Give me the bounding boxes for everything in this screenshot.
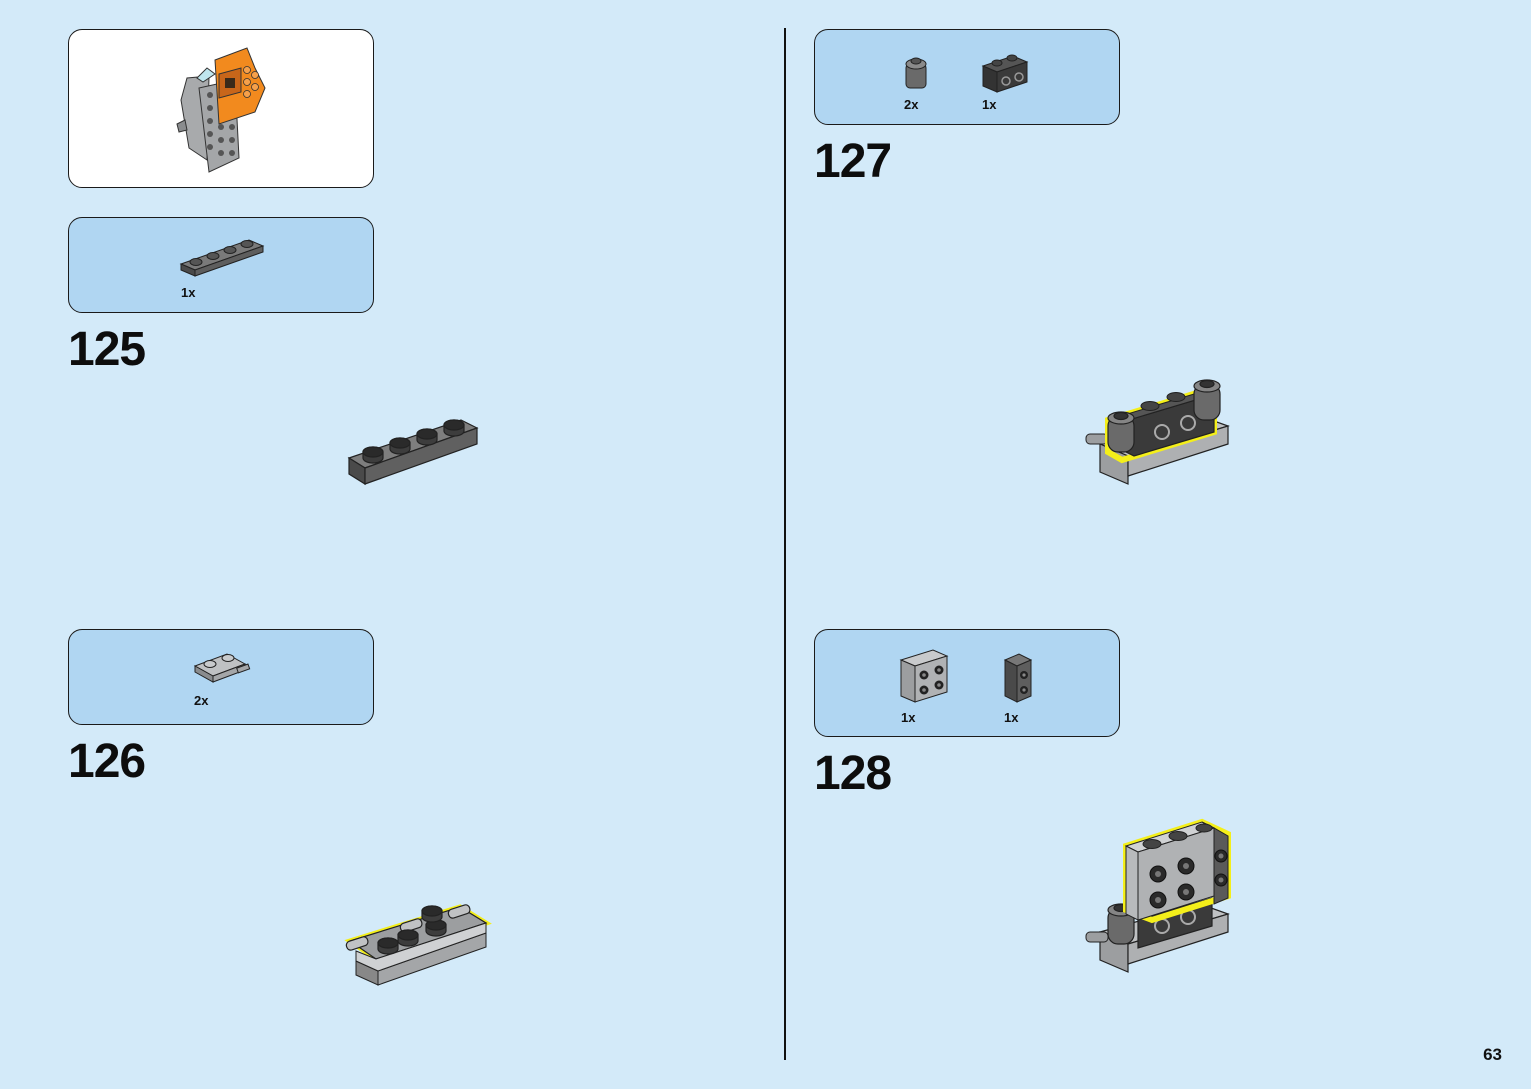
parts-box-127: 2x 1x — [814, 29, 1120, 125]
step-125-build-illustration — [347, 419, 479, 486]
page-number: 63 — [1483, 1045, 1502, 1064]
orange-cab-subassembly-icon — [176, 47, 266, 173]
black-brick-1x2-with-studs-on-side-icon — [981, 54, 1029, 93]
part-qty-126-1: 2x — [194, 693, 209, 708]
step-number-126: 126 — [68, 735, 146, 788]
dark-gray-plate-1x4-icon — [179, 239, 265, 277]
step-number-127: 127 — [814, 135, 892, 188]
subassembly-callout — [68, 29, 374, 188]
round-brick-1x1-icon — [905, 57, 927, 89]
step-128-build-illustration — [1085, 818, 1231, 973]
parts-box-125: 1x — [68, 217, 374, 313]
parts-box-126: 2x — [68, 629, 374, 725]
page-divider — [784, 28, 786, 1060]
part-qty-125-1: 1x — [181, 285, 196, 300]
part-qty-128-1: 1x — [901, 710, 916, 725]
light-gray-plate-with-bar-handles-icon — [193, 653, 251, 683]
part-qty-127-2: 1x — [982, 97, 997, 112]
step-127-build-illustration — [1085, 379, 1230, 485]
part-qty-128-2: 1x — [1004, 710, 1019, 725]
step-number-125: 125 — [68, 323, 146, 376]
light-gray-brick-2x2-with-side-studs-icon — [899, 649, 949, 703]
part-qty-127-1: 2x — [904, 97, 919, 112]
parts-box-128: 1x 1x — [814, 629, 1120, 737]
dark-gray-brick-1x1-with-side-studs-icon — [1003, 653, 1033, 703]
step-126-build-illustration — [344, 904, 492, 986]
step-number-128: 128 — [814, 747, 892, 800]
